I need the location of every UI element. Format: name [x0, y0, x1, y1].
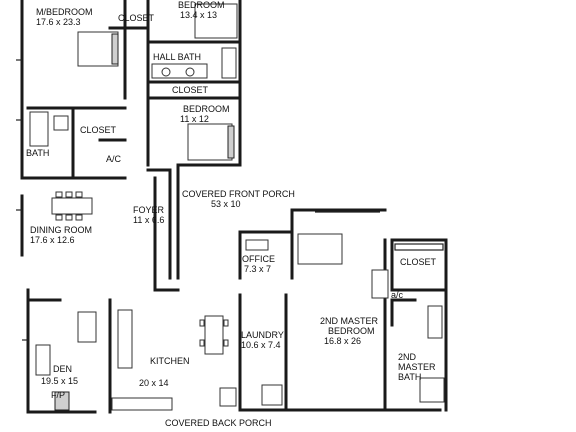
front-porch-size: 53 x 10 — [211, 199, 241, 209]
fireplace-label: F/P — [51, 390, 66, 400]
bath-left-label: BATH — [26, 148, 50, 158]
foyer-size: 11 x 6.6 — [133, 215, 165, 225]
right-wing-walls — [238, 208, 448, 412]
m-bedroom-size: 17.6 x 23.3 — [36, 17, 81, 27]
second-master-bedroom-size: 16.8 x 26 — [324, 336, 362, 346]
front-porch-name: COVERED FRONT PORCH — [182, 189, 295, 199]
ac-right-label: a/c — [391, 290, 404, 300]
closet-left-label: CLOSET — [80, 125, 117, 135]
foyer-name: FOYER — [133, 205, 165, 215]
foyer-walls — [146, 138, 180, 292]
closet-top-label: CLOSET — [118, 13, 155, 23]
second-master-bedroom-line2: BEDROOM — [328, 326, 375, 336]
furniture — [29, 3, 445, 411]
laundry-size: 10.6 x 7.4 — [241, 340, 281, 350]
upper-wing-walls — [20, 0, 242, 180]
bedroom-top-size: 13.4 x 13 — [180, 10, 218, 20]
second-master-bath-line1: 2ND — [398, 352, 417, 362]
office-size: 7.3 x 7 — [244, 264, 272, 274]
dining-room-name: DINING ROOM — [30, 225, 92, 235]
bedroom-mid-size: 11 x 12 — [180, 114, 209, 124]
window-marks — [16, 59, 380, 341]
back-porch-name: COVERED BACK PORCH — [165, 418, 272, 428]
hall-bath-label: HALL BATH — [153, 52, 202, 62]
kitchen-size: 20 x 14 — [139, 378, 169, 388]
bedroom-top-name: BEDROOM — [178, 0, 225, 10]
second-master-bedroom-line1: 2ND MASTER — [320, 316, 379, 326]
den-name: DEN — [53, 364, 73, 374]
m-bedroom-name: M/BEDROOM — [36, 7, 93, 17]
den-size: 19.5 x 15 — [41, 376, 79, 386]
ac-left-label: A/C — [106, 154, 122, 164]
second-master-bath-line2: MASTER — [398, 362, 436, 372]
bedroom-mid-name: BEDROOM — [183, 104, 230, 114]
laundry-name: LAUNDRY — [241, 330, 284, 340]
closet-mid-label: CLOSET — [172, 85, 209, 95]
closet-right-label: CLOSET — [400, 257, 437, 267]
second-master-bath-line3: BATH — [398, 372, 422, 382]
dining-room-size: 17.6 x 12.6 — [30, 235, 75, 245]
office-name: OFFICE — [242, 254, 275, 264]
left-wing-walls — [20, 194, 112, 414]
kitchen-name: KITCHEN — [150, 356, 190, 366]
